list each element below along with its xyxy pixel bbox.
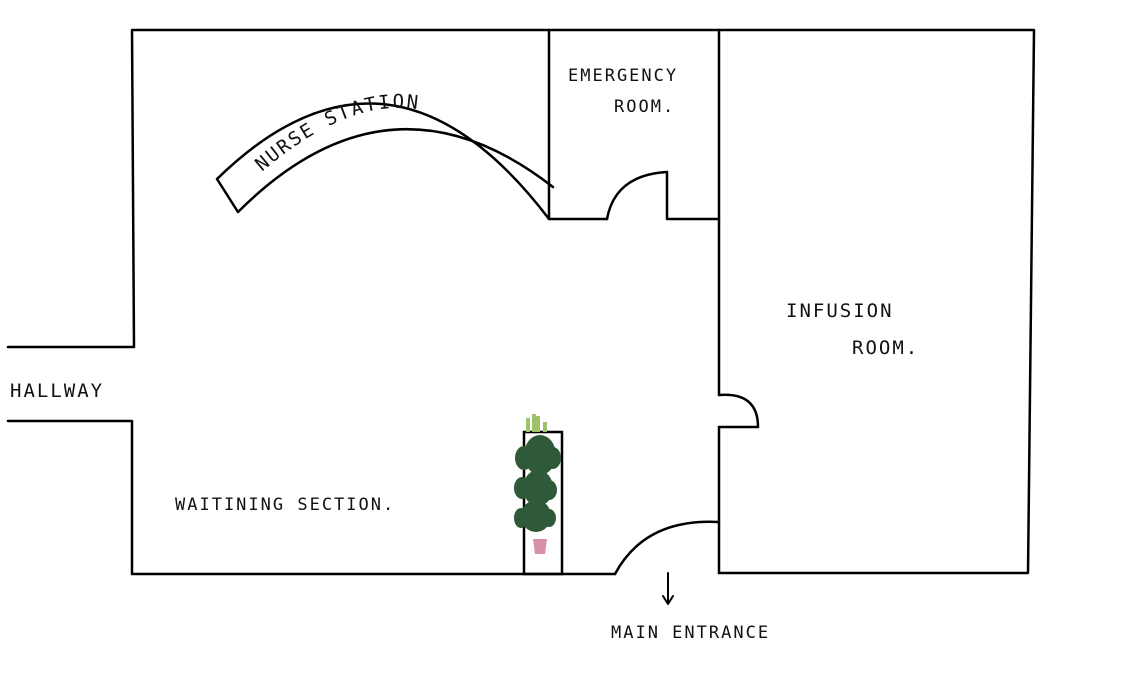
emergency-room-label: EMERGENCY (568, 66, 678, 86)
infusion-room-label-2: ROOM. (852, 337, 919, 359)
hallway-label: HALLWAY (10, 380, 104, 402)
nurse-station-desk (215, 102, 555, 221)
plant-icon (514, 414, 564, 576)
emergency-room-door[interactable] (605, 170, 669, 221)
entrance-arrow-icon (662, 572, 674, 605)
main-entrance-label: MAIN ENTRANCE (611, 623, 770, 643)
outer-wall (6, 28, 1036, 576)
infusion-room-label: INFUSION (786, 300, 894, 322)
infusion-room-door[interactable] (717, 393, 760, 429)
waiting-section-label: WAITINING SECTION. (175, 495, 395, 515)
main-entrance-door[interactable] (613, 520, 721, 576)
emergency-room-label-2: ROOM. (614, 97, 675, 117)
emergency-room-wall (547, 28, 721, 221)
nurse-station-label: NURSE STATION (251, 91, 421, 176)
